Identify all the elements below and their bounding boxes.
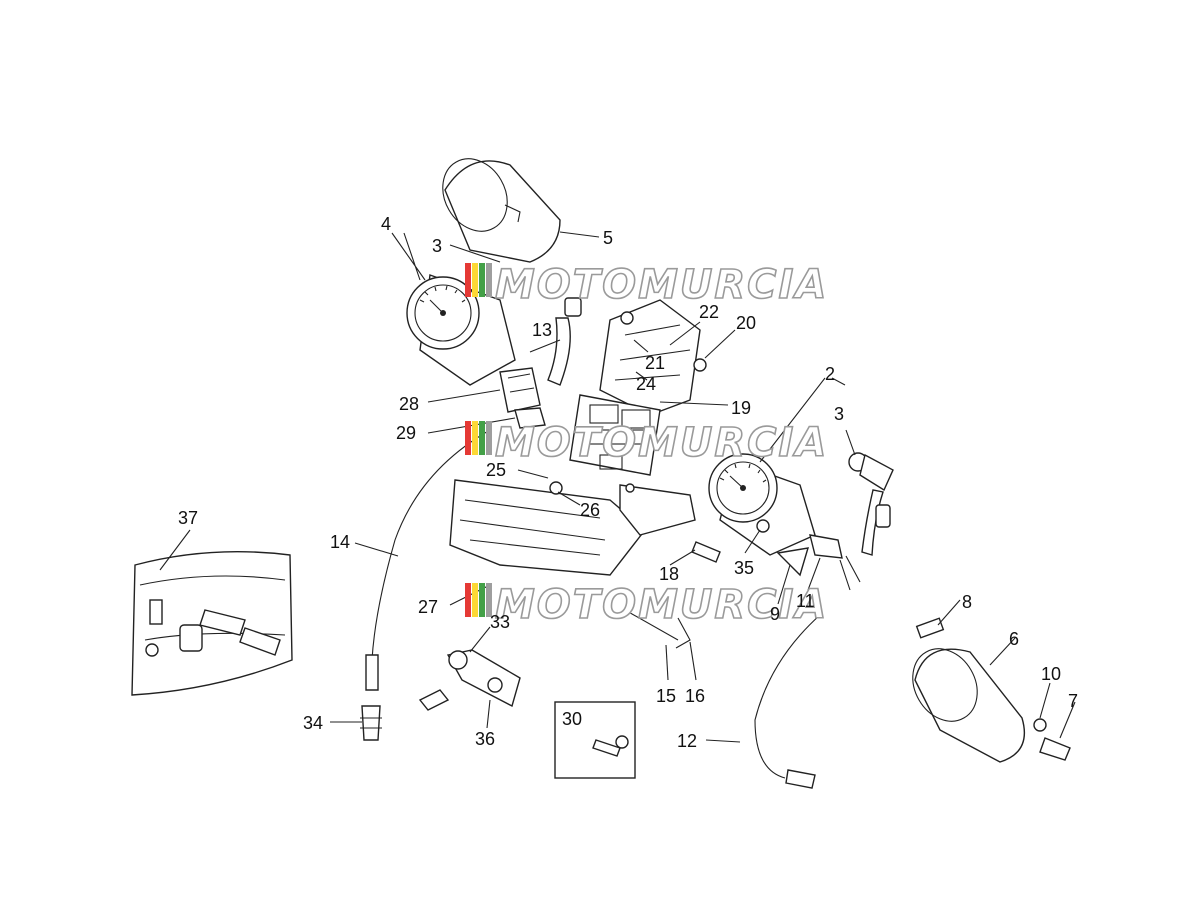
callout-34: 34 (303, 713, 323, 733)
callout-21: 21 (645, 353, 665, 373)
callout-24: 24 (636, 374, 656, 394)
callout-14: 14 (330, 532, 350, 552)
callout-12: 12 (677, 731, 697, 751)
callout-8: 8 (962, 592, 972, 612)
centre-bracket (547, 297, 707, 416)
callout-26: 26 (580, 500, 600, 520)
leader-lines (159, 231, 1076, 743)
parts-bag-37 (131, 550, 293, 696)
switch-block (499, 367, 546, 429)
callout-33: 33 (490, 612, 510, 632)
callout-11: 11 (796, 591, 815, 611)
cover-cup-right (912, 617, 1071, 763)
ignition-switch (418, 649, 521, 711)
callout-36: 36 (475, 729, 495, 749)
watermark-2: MOTOMURCIA (465, 419, 828, 467)
callout-28: 28 (399, 394, 419, 414)
callout-27: 27 (418, 597, 438, 617)
right-gauge (708, 453, 816, 556)
callout-9: 9 (770, 604, 780, 624)
callout-25: 25 (486, 460, 506, 480)
callout-3b: 3 (834, 404, 844, 424)
cable-14 (365, 429, 491, 691)
small-fittings (756, 519, 861, 591)
callout-37: 37 (178, 508, 198, 528)
watermark-1: MOTOMURCIA (465, 261, 828, 309)
key-box-30 (554, 701, 636, 779)
bulb-18 (691, 541, 721, 563)
callout-18: 18 (659, 564, 679, 584)
watermark-text: MOTOMURCIA (495, 262, 828, 308)
callout-10: 10 (1041, 664, 1061, 684)
callout-22: 22 (699, 302, 719, 322)
cover-cup-top (442, 158, 561, 263)
wire-15-16 (624, 609, 691, 649)
indicator-panel (569, 394, 661, 476)
callout-2: 2 (825, 364, 835, 384)
watermark-3: MOTOMURCIA (465, 581, 828, 629)
left-gauge (406, 274, 516, 386)
watermark-text: MOTOMURCIA (495, 582, 828, 628)
callout-16: 16 (685, 686, 705, 706)
cable-12 (754, 614, 821, 789)
cable-end-34 (360, 705, 382, 741)
callout-5: 5 (603, 228, 613, 248)
callout-19: 19 (731, 398, 751, 418)
callout-4: 4 (381, 214, 391, 234)
callout-3: 3 (432, 236, 442, 256)
callout-13: 13 (532, 320, 552, 340)
callout-35: 35 (734, 558, 754, 578)
callout-30: 30 (562, 709, 582, 729)
watermark-text: MOTOMURCIA (495, 420, 828, 466)
mounting-plate (449, 479, 696, 576)
callout-20: 20 (736, 313, 756, 333)
callout-29: 29 (396, 423, 416, 443)
callout-labels: 4 3 5 13 22 20 21 24 28 19 29 2 3 25 26 … (178, 214, 1078, 751)
callout-15: 15 (656, 686, 676, 706)
callout-6: 6 (1009, 629, 1019, 649)
lamp-socket-right (848, 452, 894, 556)
callout-7: 7 (1068, 691, 1078, 711)
